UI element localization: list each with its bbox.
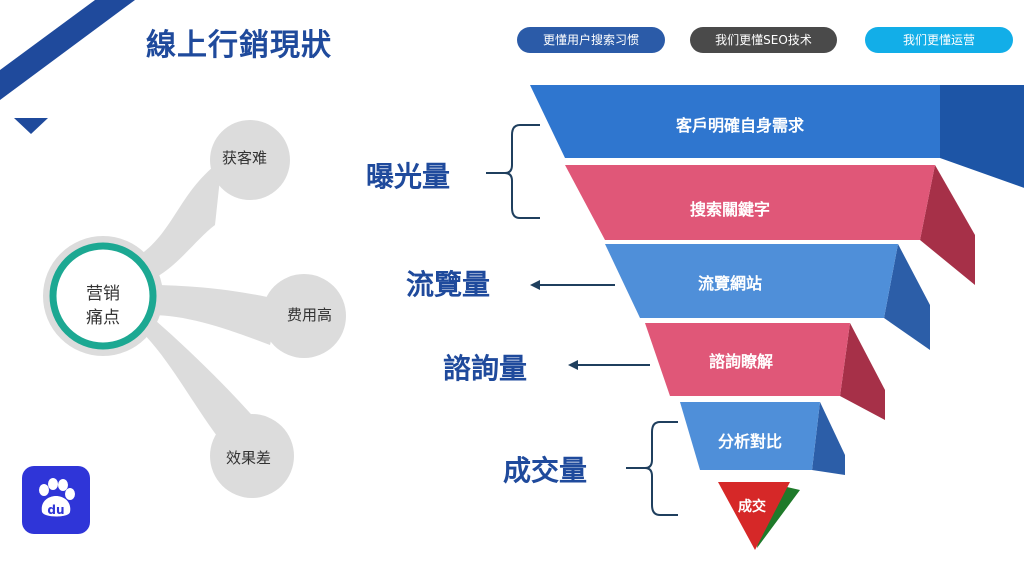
funnel-label-2: 搜索關鍵字 — [689, 200, 770, 219]
funnel-stage-1-side — [940, 85, 1024, 188]
pain-item-poor-results: 效果差 — [226, 449, 272, 467]
pain-point-diagram — [43, 120, 346, 498]
metric-page-views: 流覽量 — [406, 268, 491, 301]
pain-point-center-label: 营销 痛点 — [60, 282, 146, 330]
pain-item-customer-acquisition: 获客难 — [222, 149, 268, 167]
funnel-stage-5 — [680, 402, 820, 470]
funnel-stage-2 — [565, 165, 935, 240]
header-button-operations[interactable]: 我们更懂运营 — [865, 27, 1013, 53]
funnel-label-1: 客戶明確自身需求 — [675, 116, 804, 135]
funnel-label-6: 成交 — [738, 499, 766, 515]
metric-exposure: 曝光量 — [366, 160, 451, 193]
bracket-exposure — [486, 124, 540, 219]
funnel-stage-3 — [605, 244, 898, 318]
baidu-logo-text: du — [47, 503, 64, 517]
pain-center-line-2: 痛点 — [86, 308, 120, 328]
funnel-stage-5-side — [812, 402, 845, 475]
arrow-inquiry-head — [568, 360, 578, 370]
funnel-stage-4-side — [840, 323, 885, 420]
arrow-browse-head — [530, 280, 540, 290]
baidu-paw-icon: du — [39, 478, 75, 517]
funnel-stage-3-side — [884, 244, 930, 350]
pain-center-line-1: 营销 — [86, 284, 120, 304]
header-button-search-habits[interactable]: 更懂用户搜索习惯 — [517, 27, 665, 53]
funnel-label-3: 流覽網站 — [697, 274, 762, 293]
baidu-logo: du — [22, 466, 90, 534]
funnel-stage-2-side — [920, 165, 975, 285]
pain-item-high-cost: 费用高 — [287, 306, 333, 324]
page-title: 線上行銷現狀 — [146, 28, 332, 63]
funnel-stage-4 — [645, 323, 850, 396]
funnel-label-5: 分析對比 — [717, 432, 782, 451]
metric-inquiries: 諮詢量 — [443, 352, 528, 385]
funnel-stage-6 — [718, 482, 790, 550]
corner-triangle-decoration — [14, 118, 48, 134]
corner-stripe-decoration — [0, 0, 135, 100]
funnel-stage-1 — [530, 85, 940, 158]
bracket-conversion — [626, 421, 678, 516]
header-button-seo[interactable]: 我们更懂SEO技术 — [690, 27, 837, 53]
metric-conversions: 成交量 — [503, 454, 588, 487]
funnel-label-4: 諮詢瞭解 — [708, 352, 773, 371]
